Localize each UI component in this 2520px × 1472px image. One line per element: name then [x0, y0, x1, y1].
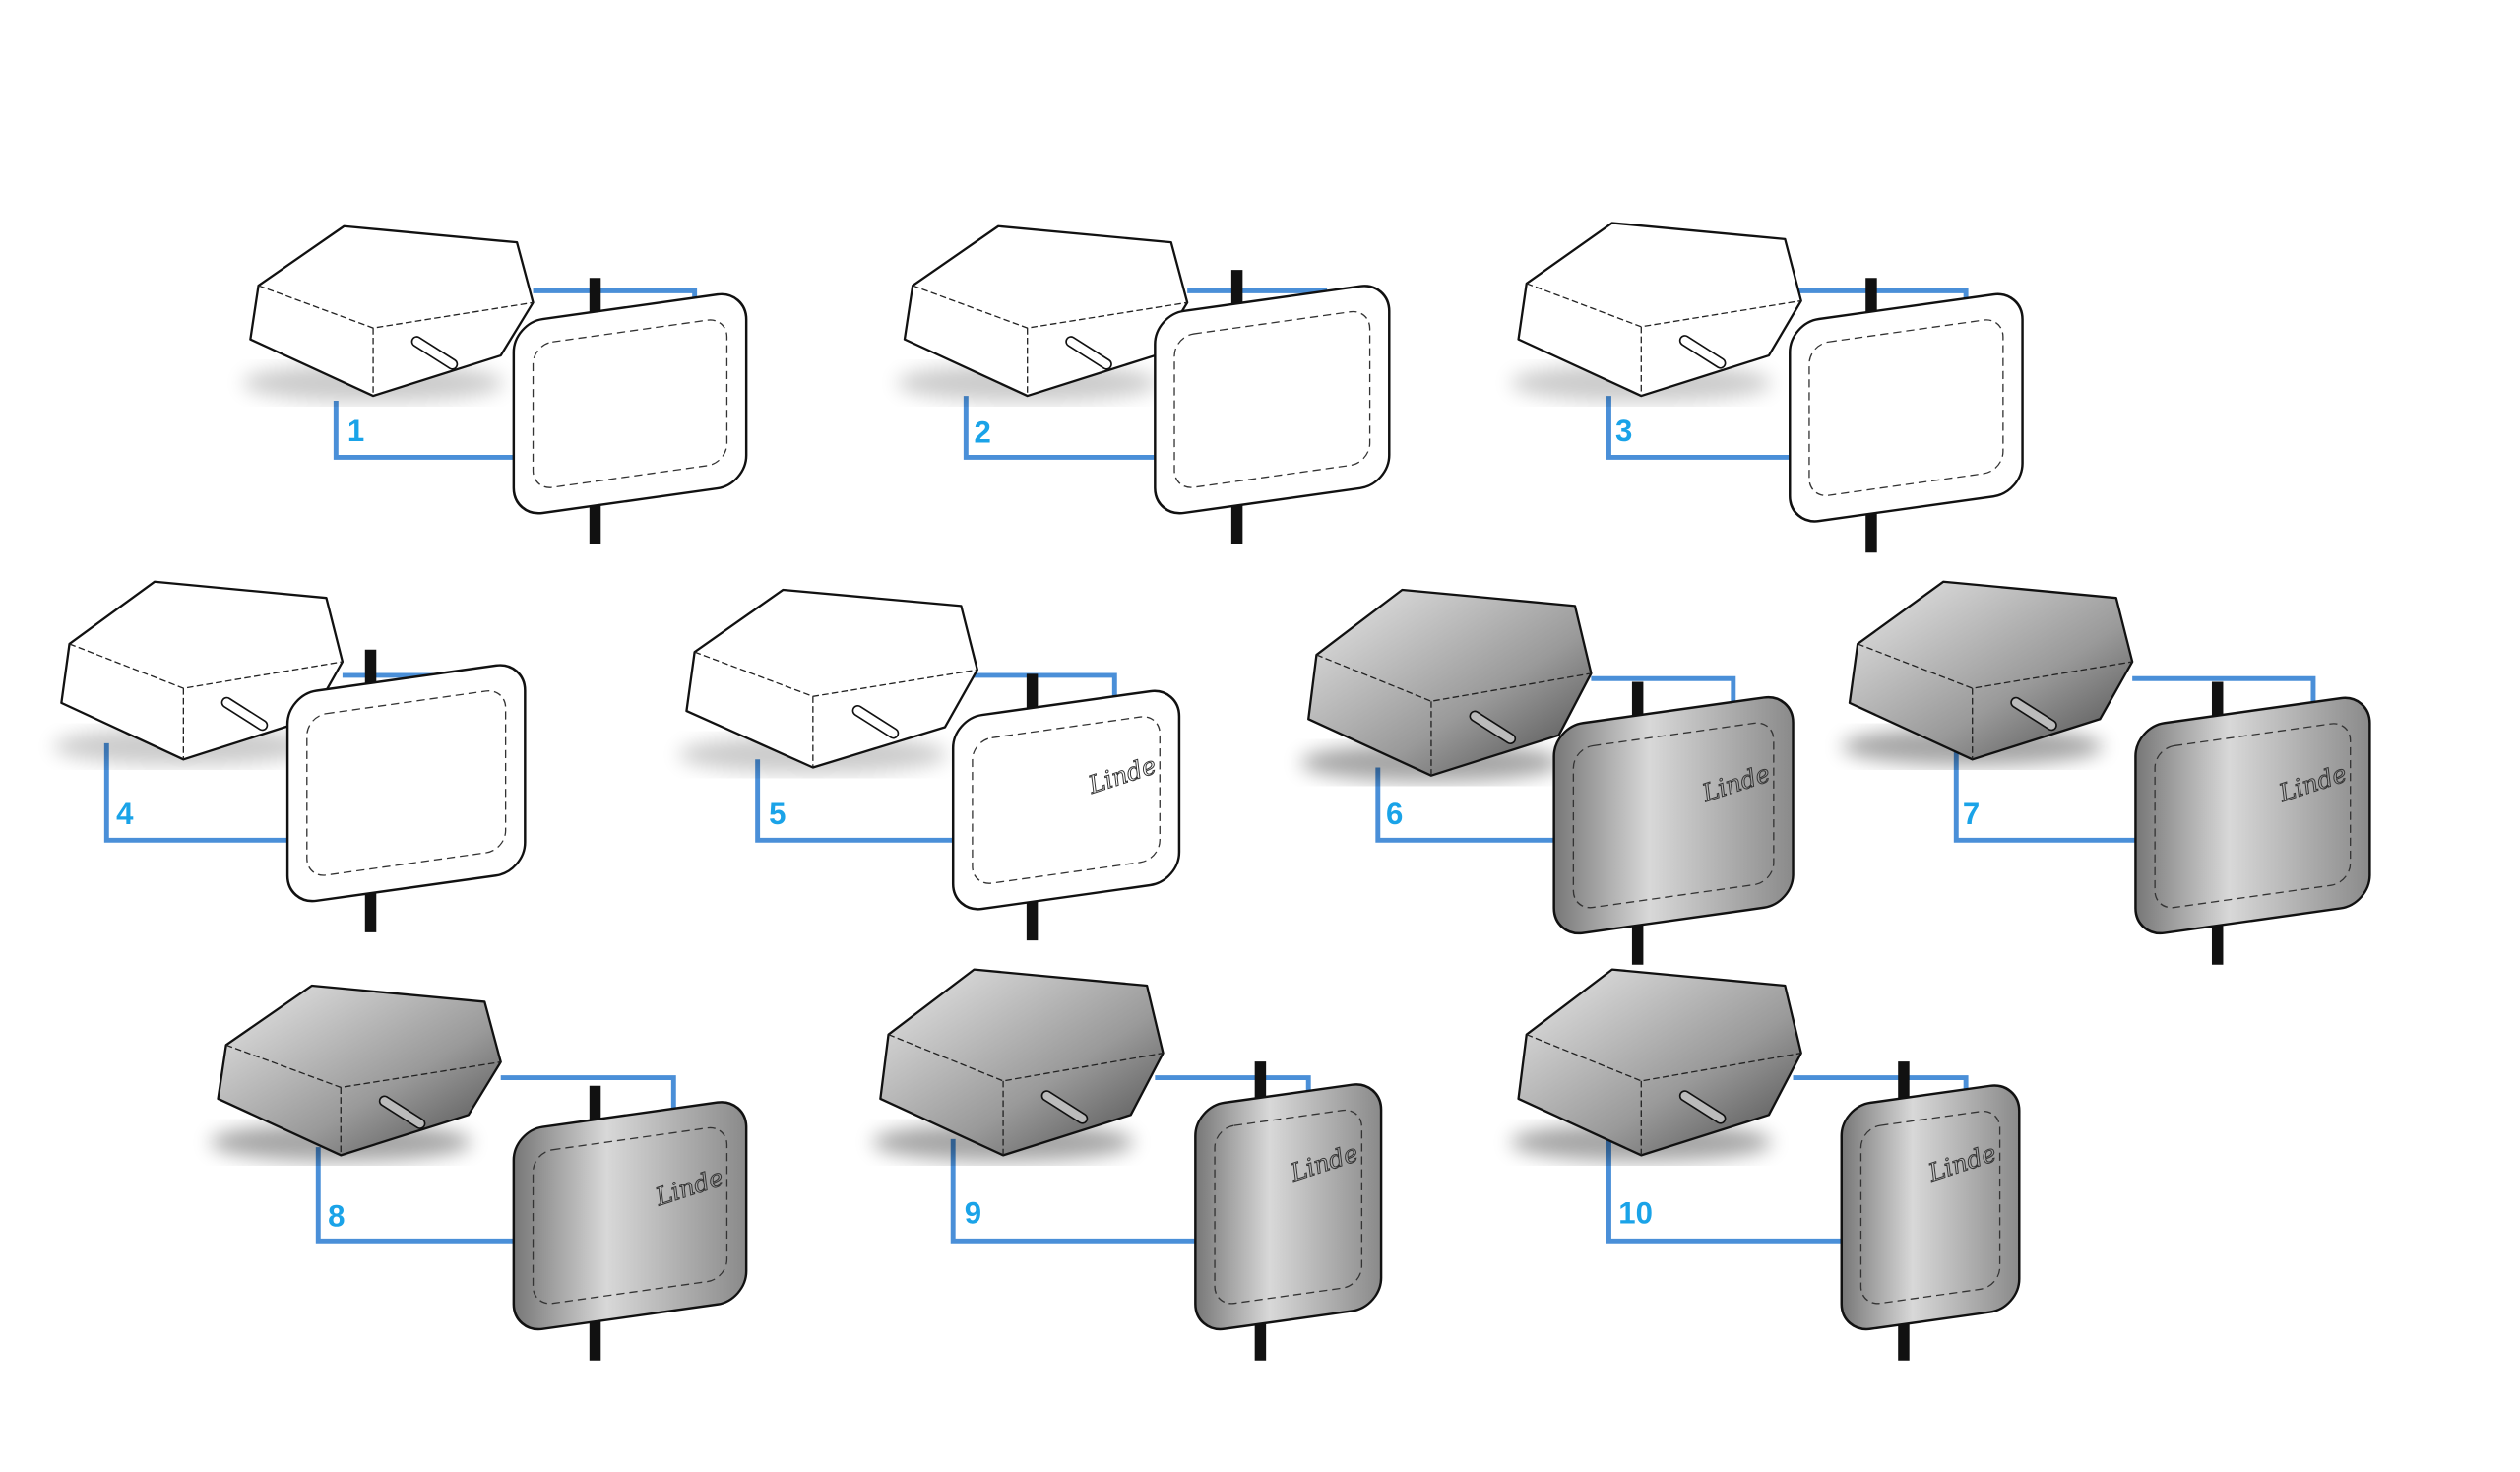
reservoir-bag-sketch: Linde: [2134, 681, 2371, 965]
pump-unit-sketch: [1841, 580, 2134, 766]
concept-item-10: Linde 10: [1510, 968, 2021, 1361]
concept-item-3: 3: [1510, 222, 2024, 553]
concept-number-label: 4: [116, 797, 134, 831]
reservoir-bag-sketch: [1789, 278, 2024, 553]
pump-unit-sketch: [872, 968, 1165, 1162]
reservoir-bag-sketch: [1154, 270, 1391, 545]
pump-unit-sketch: [242, 224, 535, 403]
pump-unit-sketch: [210, 984, 502, 1162]
concept-number-label: 5: [769, 797, 786, 831]
reservoir-bag-sketch: Linde: [1194, 1061, 1383, 1361]
pump-unit-sketch: [1300, 588, 1593, 783]
pump-unit-sketch: [896, 224, 1189, 403]
reservoir-bag-sketch: Linde: [1840, 1061, 2021, 1361]
reservoir-bag-sketch: [512, 278, 748, 545]
concept-item-2: 2: [896, 224, 1391, 545]
reservoir-bag-sketch: Linde: [951, 673, 1181, 941]
pump-unit-sketch: [678, 588, 978, 775]
concept-number-label: 8: [328, 1199, 345, 1234]
concept-number-label: 2: [975, 416, 991, 450]
concept-item-8: Linde 8: [210, 984, 748, 1361]
concept-item-9: Linde 9: [872, 968, 1383, 1361]
concept-number-label: 10: [1618, 1195, 1653, 1230]
concept-item-1: 1: [242, 224, 748, 545]
reservoir-bag-sketch: [285, 649, 527, 932]
pump-unit-sketch: [53, 580, 345, 766]
reservoir-bag-sketch: Linde: [512, 1085, 748, 1361]
pump-unit-sketch: [1510, 968, 1802, 1162]
concept-number-label: 7: [1963, 797, 1980, 831]
concept-item-4: 4: [53, 580, 527, 932]
concept-item-6: Linde 6: [1300, 588, 1795, 965]
concept-number-label: 9: [965, 1195, 981, 1230]
concept-number-label: 1: [347, 414, 364, 448]
pump-unit-sketch: [1510, 222, 1802, 403]
concept-number-label: 6: [1386, 797, 1403, 831]
concept-item-7: Linde 7: [1841, 580, 2371, 965]
concept-item-5: Linde 5: [678, 588, 1181, 941]
concept-number-label: 3: [1615, 414, 1632, 448]
reservoir-bag-sketch: Linde: [1552, 681, 1795, 965]
